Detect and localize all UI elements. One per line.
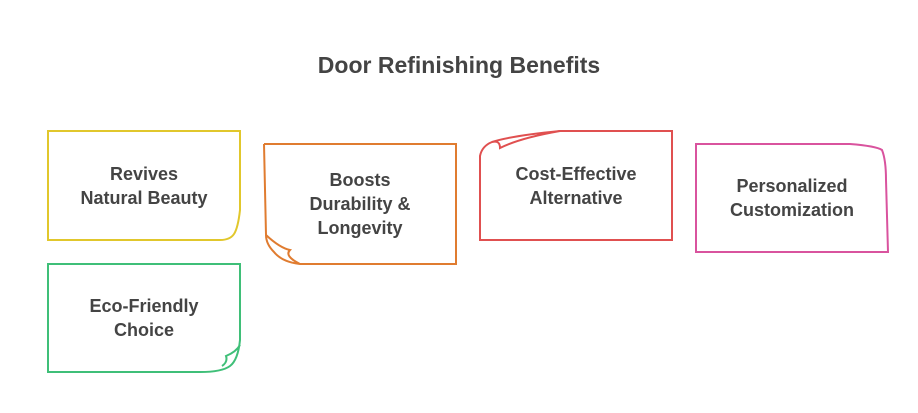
card-text: Cost-Effective	[515, 163, 637, 184]
card-text: Boosts	[329, 170, 391, 190]
card-5-shape	[47, 263, 241, 373]
card-text: Revives	[109, 163, 179, 184]
card-text: Eco-Friendly	[89, 296, 199, 316]
card-3-shape	[479, 130, 673, 241]
card-text: Personalized	[736, 176, 848, 196]
card-1-shape	[47, 130, 241, 241]
card-text: Customization	[730, 200, 854, 220]
card-text: Durability &	[309, 194, 411, 214]
card-text: Natural Beauty	[80, 187, 208, 208]
card-4-shape	[695, 143, 890, 253]
card-text: Alternative	[529, 187, 623, 208]
diagram-title: Door Refinishing Benefits	[317, 52, 601, 78]
card-text: Choice	[113, 320, 174, 340]
card-2-shape	[263, 143, 457, 265]
card-text: Longevity	[317, 218, 403, 238]
